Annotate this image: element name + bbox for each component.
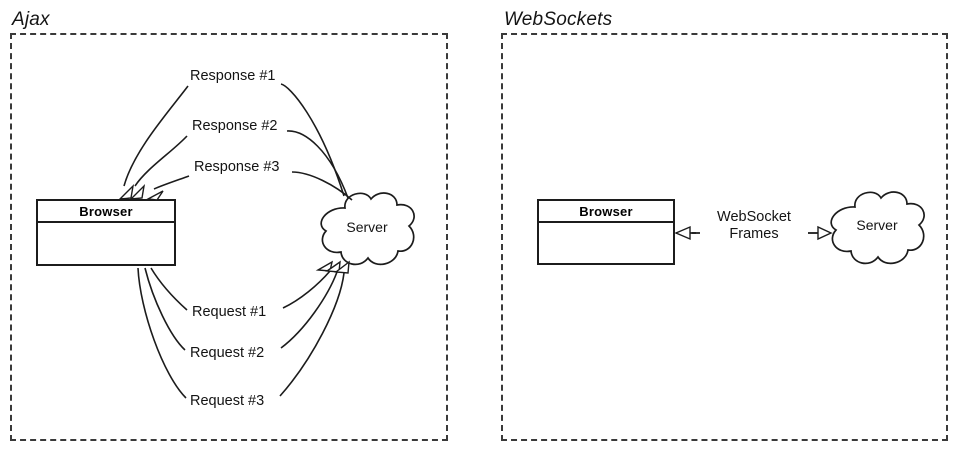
browser-node-websockets: Browser: [537, 199, 675, 265]
panel-frame-websockets: [501, 33, 948, 441]
flow-label-websocket-frames-line1: WebSocket: [717, 209, 791, 225]
browser-node-body-ajax: [38, 223, 174, 286]
flow-label-request-3: Request #3: [190, 393, 265, 409]
flow-label-response-2: Response #2: [192, 118, 278, 134]
flow-label-websocket-frames-line2: Frames: [729, 226, 779, 243]
panel-title-ajax: Ajax: [12, 9, 50, 30]
server-cloud-websockets: Server: [823, 187, 931, 271]
panel-title-websockets: WebSockets: [504, 9, 613, 30]
server-cloud-ajax: Server: [313, 188, 421, 272]
flow-label-websocket-frames: WebSocket Frames: [702, 209, 806, 243]
browser-node-body-websockets: [539, 223, 673, 285]
panel-frame-ajax: [10, 33, 448, 441]
flow-label-response-1: Response #1: [190, 68, 276, 84]
flow-label-response-3: Response #3: [194, 159, 280, 175]
browser-node-label-websockets: Browser: [539, 201, 673, 223]
browser-node-label-ajax: Browser: [38, 201, 174, 223]
flow-label-request-2: Request #2: [190, 345, 265, 361]
flow-label-request-1: Request #1: [192, 304, 267, 320]
browser-node-ajax: Browser: [36, 199, 176, 266]
